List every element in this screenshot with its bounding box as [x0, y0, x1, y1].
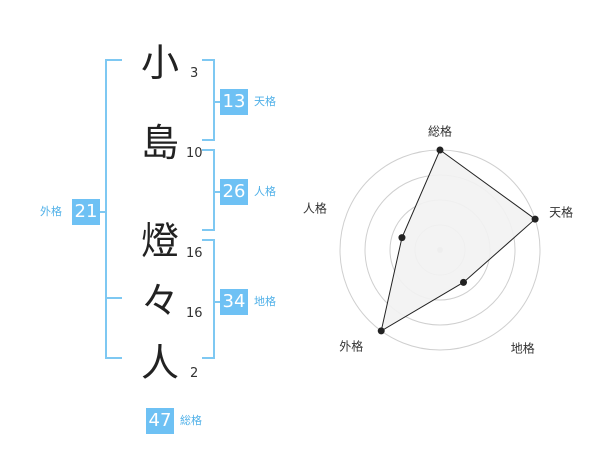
- stroke-count-4: 16: [186, 306, 203, 321]
- soukaku-value: 47: [146, 408, 174, 434]
- stroke-count-1: 3: [190, 66, 199, 81]
- jinkaku-label: 人格: [254, 185, 276, 198]
- name-char-4: 々: [141, 279, 180, 323]
- radar-axis-label-3: 地格: [511, 340, 535, 355]
- name-char-5: 人: [141, 341, 180, 385]
- radar-axis-label-5: 人格: [303, 201, 327, 216]
- chikaku-bracket: [202, 239, 215, 359]
- chikaku-value: 34: [220, 289, 248, 315]
- name-char-2: 島: [141, 121, 180, 165]
- stroke-count-2: 10: [186, 146, 203, 161]
- soukaku-label: 総格: [180, 414, 202, 427]
- tenkaku-bracket: [202, 59, 215, 141]
- radar-area: [380, 149, 536, 332]
- stroke-count-3: 16: [186, 246, 203, 261]
- jinkaku-value: 26: [220, 179, 248, 205]
- radar-point-2: [531, 215, 539, 223]
- jinkaku-bracket: [202, 149, 215, 231]
- radar-axis-label-4: 外格: [339, 338, 363, 353]
- tenkaku-value: 13: [220, 89, 248, 115]
- radar-point-5: [398, 234, 406, 242]
- name-char-3: 燈: [141, 219, 180, 263]
- radar-axis-label-2: 天格: [549, 205, 573, 220]
- radar-axis-label-1: 総格: [428, 124, 452, 139]
- radar-point-1: [436, 146, 444, 154]
- outer-bracket: [105, 59, 122, 359]
- name-char-1: 小: [141, 41, 180, 85]
- radar-point-4: [377, 327, 385, 335]
- stroke-count-5: 2: [190, 366, 199, 381]
- tenkaku-label: 天格: [254, 95, 276, 108]
- gaikaku-value: 21: [72, 199, 100, 225]
- chikaku-label: 地格: [254, 295, 276, 308]
- radar-point-3: [460, 278, 468, 286]
- gaikaku-label: 外格: [40, 205, 62, 218]
